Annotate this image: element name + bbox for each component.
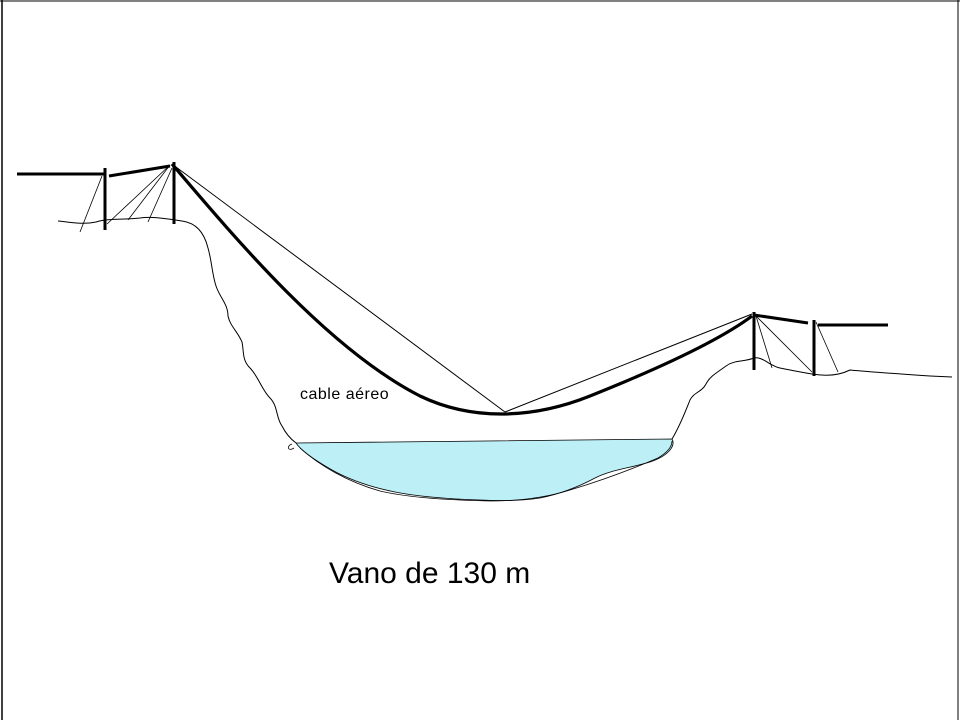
left-guy-wire — [106, 164, 171, 225]
span-label: Vano de 130 m — [329, 557, 531, 590]
right-guy-wire — [755, 315, 813, 373]
haul-line-left — [171, 163, 506, 413]
river-water — [295, 438, 674, 501]
bank-curl — [288, 443, 295, 450]
left-guy-wire — [147, 167, 173, 223]
right-guy-wire — [815, 321, 839, 373]
right-connector-line — [753, 313, 809, 325]
cable-label: cable aéreo — [300, 386, 390, 403]
ground-profile — [57, 216, 953, 444]
right-guy-wire — [755, 315, 773, 369]
aerial-cable — [170, 162, 753, 416]
left-guy-wire — [127, 164, 171, 221]
left-connector-line — [108, 164, 171, 178]
left-guy-wire — [79, 175, 103, 233]
haul-line-right — [504, 313, 753, 413]
river-bed-line — [299, 440, 673, 502]
